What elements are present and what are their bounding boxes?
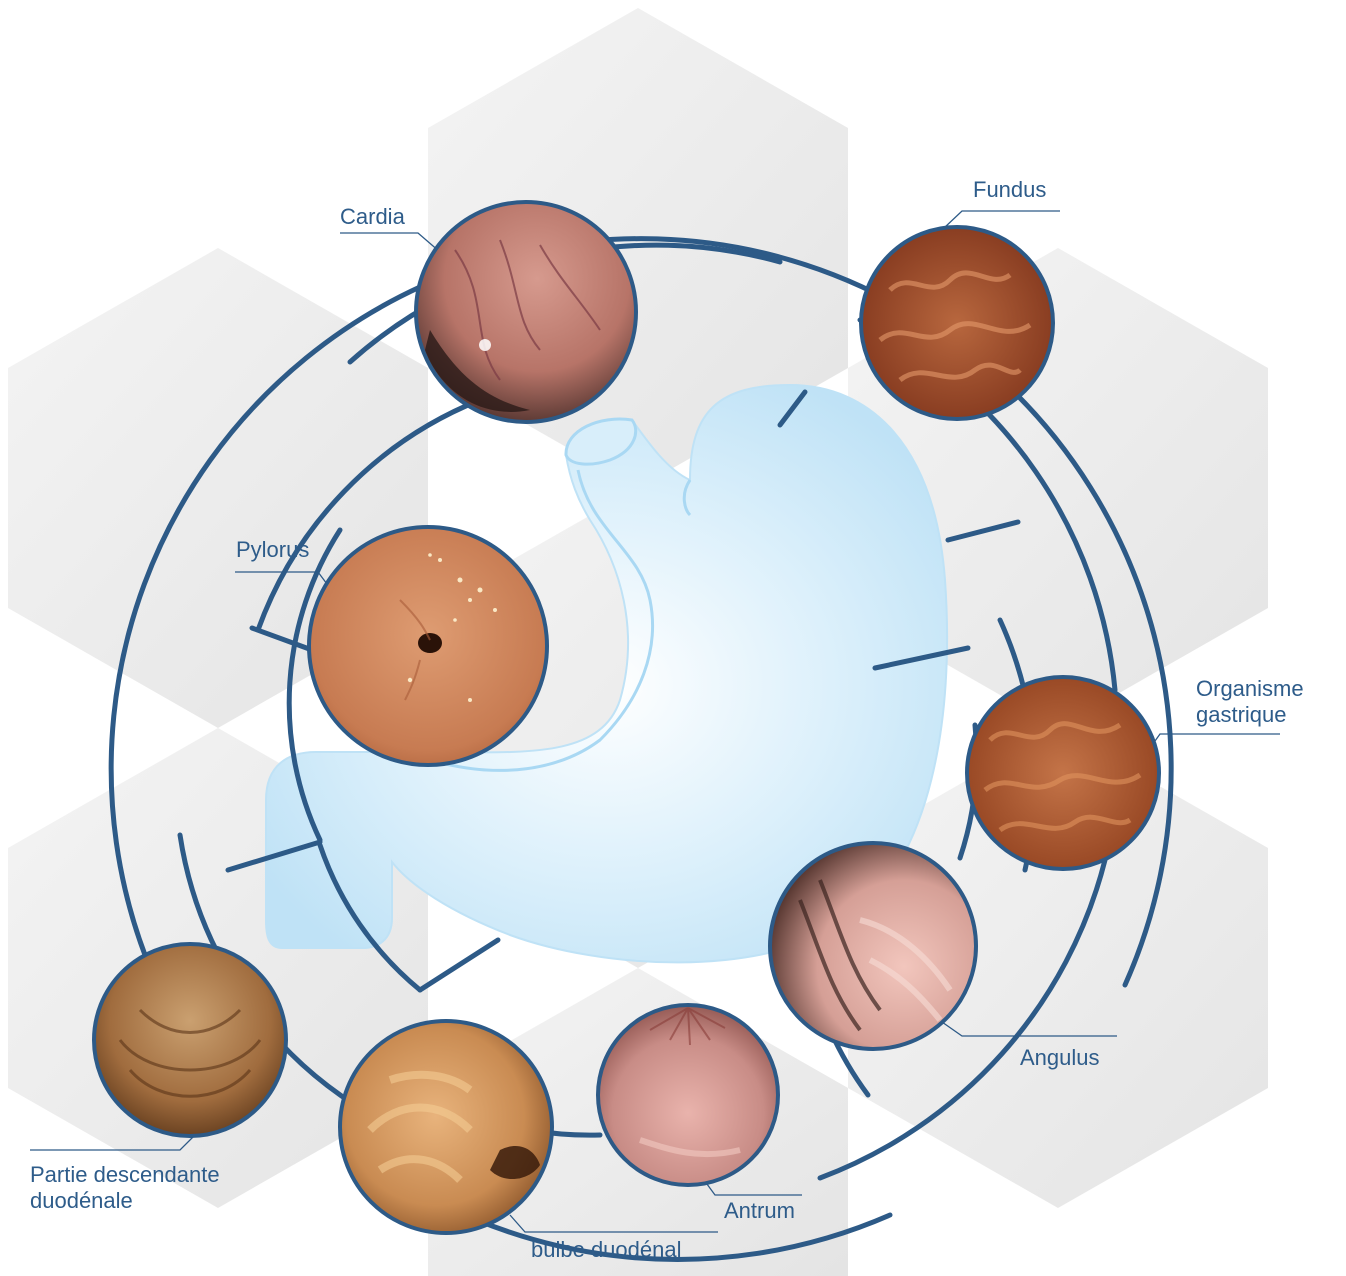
label-antrum: Antrum: [724, 1198, 795, 1223]
label-fundus: Fundus: [973, 177, 1046, 202]
endoscopy-photo-pylorus: [309, 527, 547, 765]
endoscopy-photo-fundus: [861, 227, 1053, 419]
label-bulbe-duodenal: bulbe duodénal: [531, 1237, 681, 1262]
endoscopy-photo-cardia: [416, 202, 636, 422]
label-cardia: Cardia: [340, 204, 405, 229]
endoscopy-photo-organisme-gastrique: [967, 677, 1159, 869]
label-partie-line1: Partie descendante: [30, 1162, 220, 1187]
endoscopy-photo-angulus: [770, 843, 976, 1049]
label-organisme-line2: gastrique: [1196, 702, 1287, 727]
label-partie-line2: duodénale: [30, 1188, 133, 1213]
endoscopy-photo-bulbe-duodenal: [340, 1021, 552, 1233]
endoscopy-photo-antrum: [598, 1005, 778, 1185]
label-organisme-line1: Organisme: [1196, 676, 1304, 701]
label-pylorus: Pylorus: [236, 537, 309, 562]
label-angulus: Angulus: [1020, 1045, 1100, 1070]
endoscopy-photo-partie-descendante: [94, 944, 286, 1136]
